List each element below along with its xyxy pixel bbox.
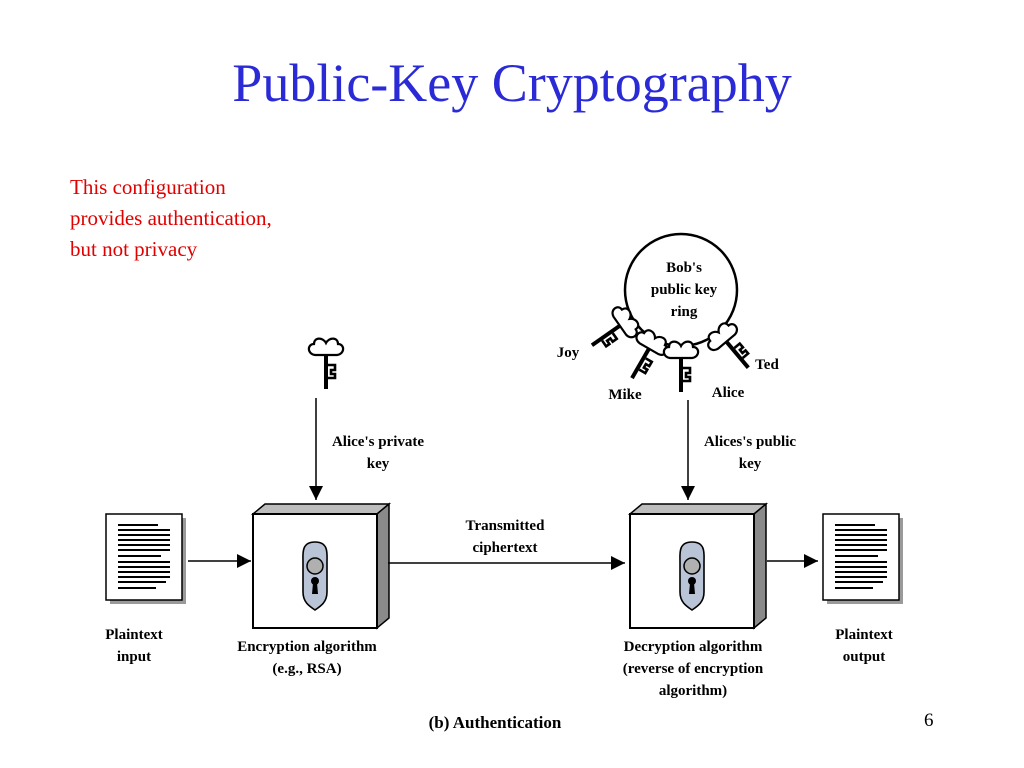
ring-key-label: Joy (557, 345, 580, 361)
decryption-label: algorithm) (659, 683, 727, 699)
alice-public-key-label: Alices's public (704, 434, 796, 450)
encryption-label: (e.g., RSA) (272, 661, 341, 677)
plaintext-input-label: input (117, 649, 151, 665)
transmitted-label: Transmitted (466, 518, 546, 534)
plaintext-input-document-icon (105, 513, 187, 605)
note-line: provides authentication, (70, 206, 272, 230)
ring-key-label: Alice (712, 385, 745, 401)
alice-public-key-label: key (739, 456, 762, 472)
encryption-label: Encryption algorithm (237, 639, 377, 655)
decryption-label: Decryption algorithm (624, 639, 763, 655)
ring-key-label: Mike (608, 387, 642, 403)
ring-key-label: Ted (755, 357, 779, 373)
slide-note: This configuration provides authenticati… (70, 172, 370, 265)
plaintext-output-document-icon (822, 513, 904, 605)
alice-private-key-label: Alice's private (332, 434, 424, 450)
transmitted-label: ciphertext (473, 540, 538, 556)
encryption-lock-box-icon (252, 503, 390, 629)
alice-private-key-label: key (367, 456, 390, 472)
diagram-caption: (b) Authentication (429, 713, 562, 732)
slide-title: Public-Key Cryptography (232, 53, 792, 113)
plaintext-output-label: Plaintext (835, 627, 893, 643)
key-ring-label: Bob's (666, 260, 702, 276)
note-line: but not privacy (70, 237, 198, 261)
plaintext-output-label: output (843, 649, 886, 665)
decryption-label: (reverse of encryption (623, 661, 764, 677)
key-ring-label: public key (651, 282, 718, 298)
decryption-lock-box-icon (629, 503, 767, 629)
note-line: This configuration (70, 175, 226, 199)
plaintext-input-label: Plaintext (105, 627, 163, 643)
alice-private-key-icon (307, 337, 345, 391)
key-ring-icon (580, 232, 763, 394)
page-number: 6 (924, 710, 934, 731)
key-ring-label: ring (671, 304, 698, 320)
